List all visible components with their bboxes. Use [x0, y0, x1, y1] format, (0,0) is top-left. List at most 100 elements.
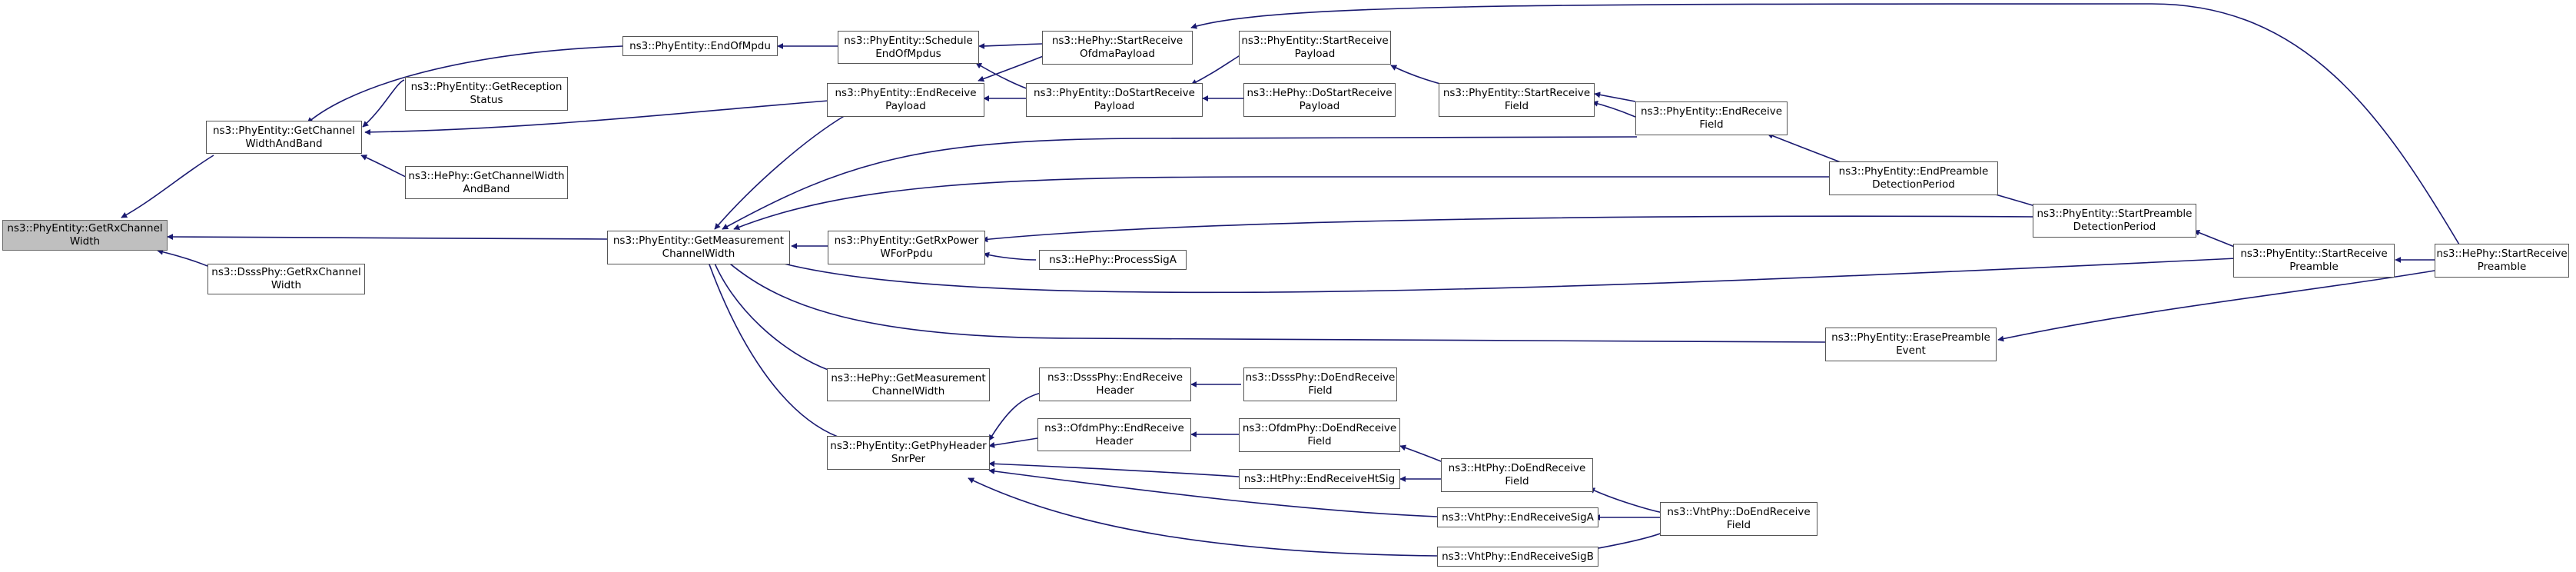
- edge-endreceivepayload-measurement: [714, 115, 846, 230]
- edge-htdoend-ofdmdoend: [1399, 444, 1446, 464]
- node-label: ns3::DsssPhy::GetRxChannel Width: [211, 266, 361, 291]
- edge-dsss-root: [157, 248, 208, 267]
- edge-erasepreamble-measurement: [718, 253, 1826, 343]
- edge-startreceivepayload-dostart: [1190, 52, 1246, 85]
- node-phyentity-startreceivepreamble[interactable]: ns3::PhyEntity::StartReceive Preamble: [2233, 244, 2395, 278]
- node-vhtphy-endreceivesiga[interactable]: ns3::VhtPhy::EndReceiveSigA: [1437, 507, 1598, 527]
- node-phyentity-getrxchannelwidth: ns3::PhyEntity::GetRxChannel Width: [2, 220, 168, 251]
- edge-getchannelwidthandband-root: [121, 155, 214, 218]
- edge-startreceiveofdma-schedule: [978, 42, 1043, 49]
- node-phyentity-erasepreambleevent[interactable]: ns3::PhyEntity::ErasePreamble Event: [1825, 328, 1997, 361]
- node-label: ns3::PhyEntity::GetReception Status: [410, 81, 563, 106]
- node-label: ns3::HePhy::StartReceive Preamble: [2436, 248, 2568, 273]
- node-phyentity-startreceivepayload[interactable]: ns3::PhyEntity::StartReceive Payload: [1239, 31, 1391, 65]
- node-phyentity-startpreambledetectionperiod[interactable]: ns3::PhyEntity::StartPreamble DetectionP…: [2033, 204, 2196, 238]
- edge-hegetchannelwidth-getchannelwidthandband: [360, 155, 407, 178]
- edge-vhtsigb-getphyheader: [968, 477, 1438, 557]
- node-label: ns3::PhyEntity::StartReceive Payload: [1241, 35, 1389, 60]
- node-hephy-processsiga[interactable]: ns3::HePhy::ProcessSigA: [1039, 250, 1187, 270]
- node-label: ns3::PhyEntity::GetChannel WidthAndBand: [213, 124, 355, 150]
- edge-startreceivepreamble-measurement: [764, 257, 2237, 294]
- node-hephy-dostartreceivepayload[interactable]: ns3::HePhy::DoStartReceive Payload: [1243, 83, 1396, 117]
- node-phyentity-endofmpdu[interactable]: ns3::PhyEntity::EndOfMpdu: [622, 36, 778, 56]
- node-hephy-getchannelwidthandband[interactable]: ns3::HePhy::GetChannelWidth AndBand: [405, 166, 568, 199]
- edge-getmeasurement-root: [167, 234, 608, 241]
- node-phyentity-endreceivefield[interactable]: ns3::PhyEntity::EndReceive Field: [1635, 101, 1788, 135]
- node-label: ns3::HePhy::GetChannelWidth AndBand: [408, 169, 565, 195]
- edge-dsssendheader-getphyheader: [988, 391, 1046, 441]
- node-phyentity-scheduleendofmpdus[interactable]: ns3::PhyEntity::Schedule EndOfMpdus: [838, 31, 979, 64]
- node-dsssphy-endreceiveheader[interactable]: ns3::DsssPhy::EndReceive Header: [1039, 367, 1191, 401]
- edge-vhtdoend-htdoend: [1588, 487, 1668, 514]
- edge-endreceivefield-startreceivefield2: [1594, 91, 1636, 102]
- node-label: ns3::HtPhy::DoEndReceive Field: [1448, 462, 1586, 487]
- node-phyentity-dostartreceivepayload[interactable]: ns3::PhyEntity::DoStartReceive Payload: [1026, 83, 1203, 117]
- node-label: ns3::DsssPhy::EndReceive Header: [1047, 371, 1183, 397]
- node-label: ns3::DsssPhy::DoEndReceive Field: [1245, 371, 1396, 397]
- node-dsssphy-doendreceivefield[interactable]: ns3::DsssPhy::DoEndReceive Field: [1243, 367, 1397, 401]
- node-hephy-startreceiveofdmapayload[interactable]: ns3::HePhy::StartReceive OfdmaPayload: [1042, 31, 1193, 65]
- edge-hestartpreamble-startofdma: [1190, 3, 2460, 245]
- edge-startpreambledet-getrxpower: [981, 215, 2037, 243]
- node-phyentity-getrxpowerwforppdu[interactable]: ns3::PhyEntity::GetRxPower WForPpdu: [828, 231, 985, 264]
- edge-getreceptionstatus-getchannelwidthandband: [362, 79, 405, 128]
- node-label: ns3::HePhy::GetMeasurement ChannelWidth: [831, 371, 986, 397]
- node-label: ns3::PhyEntity::StartPreamble DetectionP…: [2037, 208, 2193, 233]
- node-label: ns3::HePhy::DoStartReceive Payload: [1247, 87, 1393, 112]
- node-label: ns3::VhtPhy::EndReceiveSigB: [1442, 550, 1594, 563]
- edge-getphyheader-measurement: [704, 253, 838, 437]
- node-phyentity-endreceivepayload[interactable]: ns3::PhyEntity::EndReceive Payload: [827, 83, 984, 117]
- node-label: ns3::OfdmPhy::DoEndReceive Field: [1242, 422, 1397, 447]
- edge-heprocesssiga-getrxpower: [983, 251, 1037, 261]
- node-label: ns3::PhyEntity::GetMeasurement ChannelWi…: [612, 234, 785, 260]
- node-ofdmphy-endreceiveheader[interactable]: ns3::OfdmPhy::EndReceive Header: [1037, 418, 1191, 451]
- edge-hegetmeasurement-measurement: [709, 253, 831, 371]
- node-label: ns3::PhyEntity::StartReceive Preamble: [2240, 248, 2388, 273]
- edge-endreceivefield-startreceivefield: [1592, 100, 1636, 118]
- node-vhtphy-doendreceivefield[interactable]: ns3::VhtPhy::DoEndReceive Field: [1660, 502, 1817, 536]
- node-label: ns3::VhtPhy::DoEndReceive Field: [1667, 506, 1811, 531]
- node-phyentity-getmeasurementchannelwidth[interactable]: ns3::PhyEntity::GetMeasurement ChannelWi…: [607, 231, 790, 264]
- node-phyentity-endpreambledetectionperiod[interactable]: ns3::PhyEntity::EndPreamble DetectionPer…: [1829, 161, 1998, 195]
- node-label: ns3::PhyEntity::EndOfMpdu: [629, 39, 771, 52]
- edge-endreceivepayload-getchannelwidthandband: [364, 100, 829, 135]
- node-phyentity-startreceivefield[interactable]: ns3::PhyEntity::StartReceive Field: [1439, 83, 1595, 117]
- node-label: ns3::HePhy::StartReceive OfdmaPayload: [1051, 35, 1183, 60]
- edge-startofdma-endreceivepayload: [978, 55, 1046, 82]
- node-label: ns3::VhtPhy::EndReceiveSigA: [1442, 510, 1594, 524]
- node-label: ns3::HePhy::ProcessSigA: [1049, 253, 1177, 266]
- node-label: ns3::HtPhy::EndReceiveHtSig: [1243, 472, 1396, 485]
- node-htphy-doendreceivefield[interactable]: ns3::HtPhy::DoEndReceive Field: [1441, 458, 1593, 492]
- node-vhtphy-endreceivesigb[interactable]: ns3::VhtPhy::EndReceiveSigB: [1437, 547, 1598, 567]
- node-label: ns3::PhyEntity::StartReceive Field: [1442, 87, 1591, 112]
- edge-endpreamble-measurement: [733, 176, 1837, 231]
- node-label: ns3::PhyEntity::ErasePreamble Event: [1831, 331, 1990, 357]
- node-label: ns3::PhyEntity::GetPhyHeader SnrPer: [830, 440, 987, 465]
- node-label: ns3::PhyEntity::EndReceive Field: [1641, 105, 1782, 131]
- edge-dostartreceive-schedule: [975, 62, 1034, 91]
- node-label: ns3::PhyEntity::EndPreamble DetectionPer…: [1838, 165, 1989, 191]
- node-label: ns3::PhyEntity::EndReceive Payload: [835, 87, 977, 112]
- edge-vhtsiga-getphyheader: [988, 467, 1438, 517]
- edge-htendsig-getphyheader: [988, 461, 1240, 477]
- node-phyentity-getchannelwidthandband[interactable]: ns3::PhyEntity::GetChannel WidthAndBand: [206, 121, 362, 154]
- node-dsssphy-getrxchannelwidth[interactable]: ns3::DsssPhy::GetRxChannel Width: [207, 264, 365, 294]
- edge-startreceivepreamble-startpreambledet: [2193, 229, 2237, 248]
- node-label: ns3::PhyEntity::Schedule EndOfMpdus: [844, 34, 973, 60]
- edge-endpreamble-endreceivefield: [1767, 132, 1845, 165]
- node-label: ns3::OfdmPhy::EndReceive Header: [1044, 421, 1184, 447]
- node-ofdmphy-doendreceivefield[interactable]: ns3::OfdmPhy::DoEndReceive Field: [1239, 418, 1400, 452]
- edge-startreceivepreamble-erasepreamble: [1997, 270, 2435, 342]
- node-hephy-startreceivepreamble[interactable]: ns3::HePhy::StartReceive Preamble: [2435, 244, 2569, 278]
- node-htphy-endreceivehtsig[interactable]: ns3::HtPhy::EndReceiveHtSig: [1239, 469, 1400, 489]
- node-phyentity-getreceptionstatus[interactable]: ns3::PhyEntity::GetReception Status: [405, 77, 568, 111]
- node-label: ns3::PhyEntity::DoStartReceive Payload: [1034, 87, 1195, 112]
- edge-ofdmendheader-getphyheader: [988, 437, 1038, 448]
- node-hephy-getmeasurementchannelwidth[interactable]: ns3::HePhy::GetMeasurement ChannelWidth: [827, 368, 990, 401]
- node-phyentity-getphyheadersnrper[interactable]: ns3::PhyEntity::GetPhyHeader SnrPer: [827, 436, 990, 470]
- edge-endofmpdu-getchannelwidthandband: [307, 45, 623, 124]
- node-label: ns3::PhyEntity::GetRxPower WForPpdu: [834, 234, 979, 260]
- edge-endreceivefield-measurement: [722, 136, 1638, 230]
- node-label: ns3::PhyEntity::GetRxChannel Width: [7, 222, 163, 248]
